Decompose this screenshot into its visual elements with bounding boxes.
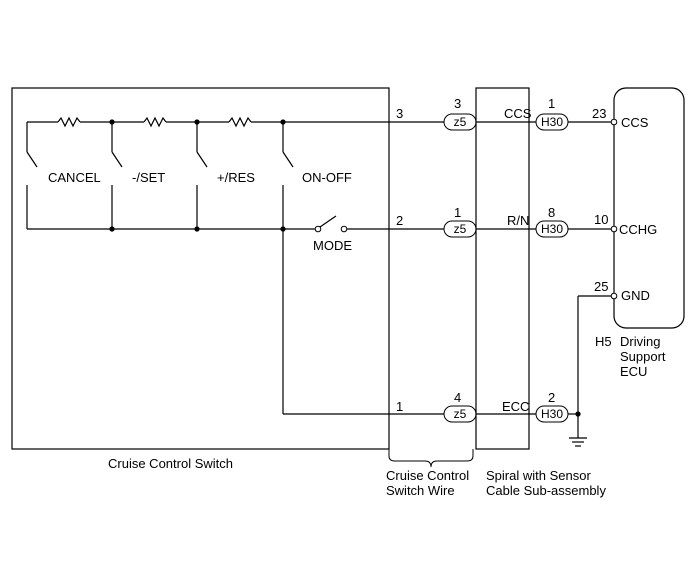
connector-h30-bot: H30	[535, 405, 569, 423]
ground-path	[575, 295, 612, 438]
signal-ccs: CCS	[504, 106, 532, 121]
ecu-terminal-gnd	[610, 292, 618, 300]
ecu-terminal-cchg	[610, 225, 618, 233]
label-mode: MODE	[313, 238, 352, 253]
ecu-label-gnd: GND	[621, 288, 650, 303]
h30-pin-1: 1	[548, 96, 555, 111]
connector-h30-mid: H30	[535, 220, 569, 238]
z5-pin-3: 3	[454, 96, 461, 111]
connector-z5-top: z5	[443, 113, 477, 131]
svg-text:H30: H30	[541, 115, 563, 129]
ground-icon	[569, 437, 587, 447]
ecu-outline	[613, 87, 685, 329]
label-set: -/SET	[132, 170, 165, 185]
spiral-box-outline	[475, 87, 530, 450]
switch-res	[196, 122, 208, 229]
ecu-pin-25: 25	[594, 279, 608, 294]
svg-text:H30: H30	[541, 222, 563, 236]
switch-box-label: Cruise Control Switch	[108, 456, 233, 471]
wire-label-line1: Cruise Control	[386, 468, 469, 483]
ecu-pin-10: 10	[594, 212, 608, 227]
label-cancel: CANCEL	[48, 170, 101, 185]
switch-pin-1: 1	[396, 399, 403, 414]
h30-pin-2: 2	[548, 390, 555, 405]
ecu-name-line1: Driving	[620, 334, 660, 349]
svg-text:H30: H30	[541, 407, 563, 421]
svg-text:z5: z5	[454, 115, 467, 129]
signal-ecc: ECC	[502, 399, 529, 414]
h30-pin-8: 8	[548, 205, 555, 220]
label-res: +/RES	[217, 170, 255, 185]
svg-text:z5: z5	[454, 222, 467, 236]
signal-rn: R/N	[507, 213, 529, 228]
ecu-connector-id: H5	[595, 334, 612, 349]
connector-z5-mid: z5	[443, 220, 477, 238]
wire-label-line2: Switch Wire	[386, 483, 455, 498]
wire-brace	[388, 449, 474, 468]
ecu-terminal-ccs	[610, 118, 618, 126]
switch-cancel	[26, 122, 38, 229]
ecu-name-line3: ECU	[620, 364, 647, 379]
label-on-off: ON-OFF	[302, 170, 352, 185]
z5-pin-4: 4	[454, 390, 461, 405]
z5-pin-1: 1	[454, 205, 461, 220]
spiral-label-line1: Spiral with Sensor	[486, 468, 591, 483]
resistor-rail	[27, 116, 444, 128]
connector-z5-bot: z5	[443, 405, 477, 423]
ecu-pin-23: 23	[592, 106, 606, 121]
switch-pin-2: 2	[396, 213, 403, 228]
spiral-label-line2: Cable Sub-assembly	[486, 483, 606, 498]
svg-text:z5: z5	[454, 407, 467, 421]
switch-box-outline	[11, 87, 390, 450]
switch-pin-3: 3	[396, 106, 403, 121]
ecu-label-cchg: CCHG	[619, 222, 657, 237]
switch-on-off	[282, 122, 294, 229]
switch-mode	[314, 215, 348, 233]
ecu-label-ccs: CCS	[621, 115, 649, 130]
switch-set	[111, 122, 123, 229]
ecu-name-line2: Support	[620, 349, 666, 364]
connector-h30-top: H30	[535, 113, 569, 131]
